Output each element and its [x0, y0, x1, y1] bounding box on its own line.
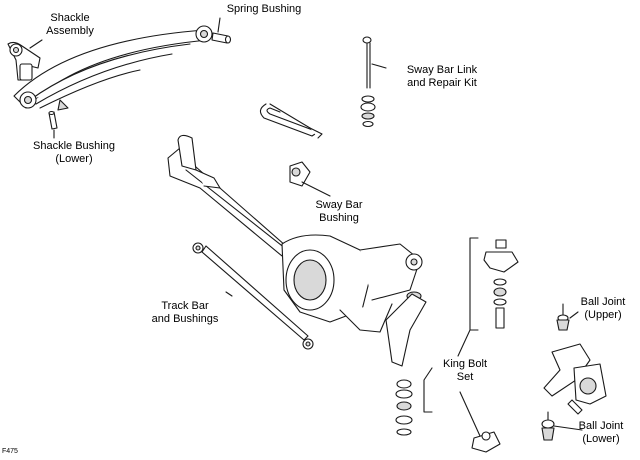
sway-bar-bushing-label-line1: Sway Bar: [315, 199, 363, 211]
shackle-bushing-lower-part: [48, 110, 58, 130]
sway-bar-link-label: Sway Bar Link and Repair Kit: [390, 64, 494, 90]
spring-bushing-label-line1: Spring Bushing: [226, 3, 302, 15]
ball-joint-upper-part: [556, 303, 570, 331]
track-bar-label-line1: Track Bar: [161, 300, 209, 312]
ball-joint-lower-label-line2: (Lower): [582, 433, 620, 445]
king-bolt-set-label-line2: Set: [456, 371, 474, 383]
shackle-assembly-label-line2: Assembly: [46, 25, 94, 37]
front-spring-eye: [19, 91, 37, 109]
track-bar-label: Track Bar and Bushings: [140, 300, 230, 326]
king-bolt-set-lower-part: [395, 379, 501, 453]
shackle-bushing-lower-label-line2: (Lower): [55, 153, 93, 165]
ball-joint-lower-part: [541, 411, 555, 441]
king-bolt-bracket-upper: [469, 237, 479, 331]
spring-bushing-label: Spring Bushing: [212, 3, 316, 16]
track-bar-part: [192, 242, 314, 350]
king-bolt-set-upper-part: [483, 239, 519, 329]
king-bolt-set-label-line1: King Bolt: [442, 358, 488, 370]
sway-bar-bushing-label: Sway Bar Bushing: [300, 199, 378, 225]
shackle-bushing-lower-label: Shackle Bushing (Lower): [18, 140, 130, 166]
differential: [281, 234, 423, 333]
king-bolt-bracket-lower: [423, 367, 433, 413]
spring-eye: [195, 25, 213, 43]
sway-bar-link-part: [360, 36, 376, 128]
shackle-assembly-label: Shackle Assembly: [28, 12, 112, 38]
shackle-bushing-lower-label-line1: Shackle Bushing: [33, 140, 115, 152]
ball-joint-lower-label: Ball Joint (Lower): [568, 420, 634, 446]
sway-bar-link-label-line2: and Repair Kit: [407, 77, 477, 89]
king-bolt-set-label: King Bolt Set: [430, 358, 500, 384]
spring-bushing-part: [211, 32, 232, 44]
leaf-spring: [13, 29, 209, 111]
steering-knuckle: [543, 343, 607, 415]
shackle-assembly-part: [7, 41, 41, 81]
ball-joint-upper-label-line2: (Upper): [584, 309, 622, 321]
sway-bar-part: [259, 103, 323, 139]
figure-code: F475: [2, 448, 18, 455]
sway-bar-bushing-part: [289, 161, 311, 187]
leader-lines: [29, 17, 583, 437]
shackle-assembly-label-line1: Shackle: [50, 12, 90, 24]
ball-joint-lower-label-line1: Ball Joint: [578, 420, 624, 432]
sway-bar-bushing-label-line2: Bushing: [319, 212, 359, 224]
axle-housing: [167, 134, 301, 261]
steering-arm: [385, 293, 427, 367]
ball-joint-upper-label-line1: Ball Joint: [580, 296, 626, 308]
sway-bar-link-label-line1: Sway Bar Link: [406, 64, 478, 76]
track-bar-label-line2: and Bushings: [151, 313, 219, 325]
ball-joint-upper-label: Ball Joint (Upper): [570, 296, 636, 322]
